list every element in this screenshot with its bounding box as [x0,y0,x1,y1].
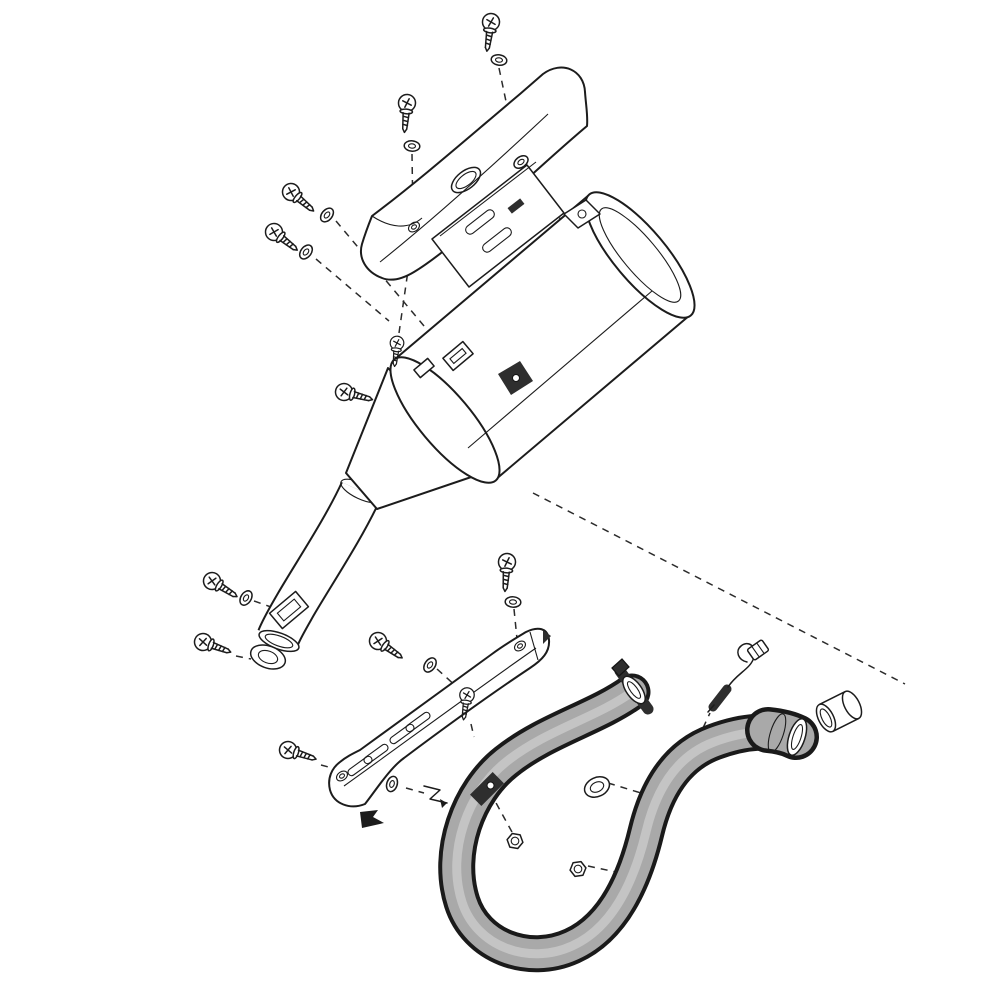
mount-bracket-plate [268,590,310,630]
hanger-plate [563,199,601,229]
bushing-bore [819,708,833,728]
gasket-inner [589,781,605,793]
shield-mount-bracket-front [442,340,474,372]
zigzag-break-line [423,785,448,804]
bracket-hole [512,374,520,382]
muffler-end-cap-rim [598,207,682,303]
shield-saddle-crease [371,215,423,227]
leader-line [315,258,390,322]
pipe-outlet-end [786,718,808,756]
bracket-slot [449,347,467,365]
hanger-hole [577,209,587,219]
clamp-plate [470,772,504,806]
gasket-outer [583,776,611,798]
leader-line [587,865,617,873]
muffler-end-cap [584,191,696,319]
leader-line [405,787,425,794]
baffle-louver [482,227,512,253]
baffle-fold-line [439,161,537,237]
sensor-wire [727,642,756,688]
inlet-pipe-bore [264,633,294,649]
muffler-inlet-flange-ring [249,644,287,670]
muffler-front-seam [389,356,501,484]
screw-washer [403,139,421,153]
shield-crease [379,113,549,263]
rear-hanger-bracket [563,199,601,229]
shield-louver [363,743,389,765]
oxygen-sensor-tip [707,704,715,713]
collar-ridge [767,713,787,753]
leader-line [513,608,518,640]
clamp-hole [486,781,495,790]
baffle-louver [465,209,495,235]
bushing-side-lines [818,690,860,733]
muffler-heat-shield-group [360,66,589,288]
shield-louver [347,755,373,777]
oxygen-sensor-body [708,684,732,712]
leader-line [470,723,475,738]
header-pipe-group [438,658,819,973]
screw-washer [504,595,522,609]
muffler-tab-plate [413,357,435,379]
heat-shield-baffle-plate [431,161,565,288]
baffle-outline [431,164,565,288]
lower-shield-crease [343,647,537,787]
leader-line [335,220,446,352]
exhaust-gasket-group [583,776,611,798]
bracket-plate [442,340,474,372]
leader-lines [235,67,906,873]
connector-pins [751,642,765,658]
leader-line [436,668,459,689]
connector-housing [746,639,770,661]
header-pipe-heat-shield-group [328,627,551,808]
mount-bracket-slot [276,598,302,622]
shield-louver [405,711,431,733]
flange-ring-outer [249,644,287,670]
muffler-tab [413,357,435,379]
pipe-outlet-bore [790,724,804,750]
leader-line [702,712,711,729]
muffler-mount-bracket [268,590,310,630]
o2-sensor-group [707,639,770,713]
pipe-clamp-bracket [470,772,504,806]
shield-louver [389,723,415,745]
shield-oval-hole [450,166,482,194]
mounting-bushing-group [815,690,863,733]
muffler-seam-line [467,290,653,449]
leader-line [235,655,252,660]
break-symbols [360,785,448,828]
pipe-inlet-end [622,675,646,705]
pipe-inlet-bore [626,681,642,699]
oval-hole-inner [455,170,477,190]
shield-mount-bracket-mid [498,361,533,395]
leader-line [607,782,642,794]
leader-line [253,600,272,608]
oval-hole-outer [450,166,482,194]
direction-arrow [360,810,384,828]
leader-line [494,800,513,833]
sensor-connector [746,639,770,661]
zigzag-arrowhead [440,799,447,808]
lower-shield-fold [529,631,539,661]
header-pipe-highlight [452,687,795,959]
flange-ring-inner [257,649,279,665]
flange-hook-tab [611,658,630,677]
muffler-heat-shield [360,66,589,281]
bushing-open-end [815,703,837,733]
section-divider-line [532,492,906,685]
muffler-assembly [249,191,696,670]
baffle-notch [507,198,525,214]
shield-dark-notch [543,630,551,644]
